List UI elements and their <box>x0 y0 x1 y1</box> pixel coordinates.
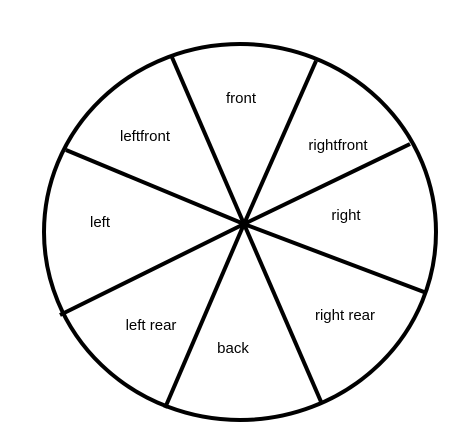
sector-labels: front rightfront right right rear back l… <box>90 90 375 357</box>
divider-line-rightrear-back <box>242 223 324 405</box>
sector-label-right-rear: right rear <box>315 307 375 324</box>
divider-line-front-rightfront <box>242 60 318 225</box>
sector-label-left: left <box>90 214 111 231</box>
divider-line-left-leftfront <box>65 148 245 226</box>
sector-label-right: right <box>331 207 361 224</box>
divider-line-rightfront-right <box>243 142 411 226</box>
sector-label-rightfront: rightfront <box>308 137 368 154</box>
divider-line-leftrear-left <box>59 222 245 317</box>
divider-line-back-leftrear <box>163 223 246 409</box>
outer-circle <box>42 42 438 422</box>
sector-label-front: front <box>226 90 257 107</box>
divider-line-front-leftfront <box>169 54 246 225</box>
divider-lines <box>59 54 425 409</box>
divider-line-right-rightrear <box>243 222 425 294</box>
sector-label-left-rear: left rear <box>126 317 177 334</box>
sector-label-back: back <box>217 340 249 357</box>
sector-label-leftfront: leftfront <box>120 128 171 145</box>
